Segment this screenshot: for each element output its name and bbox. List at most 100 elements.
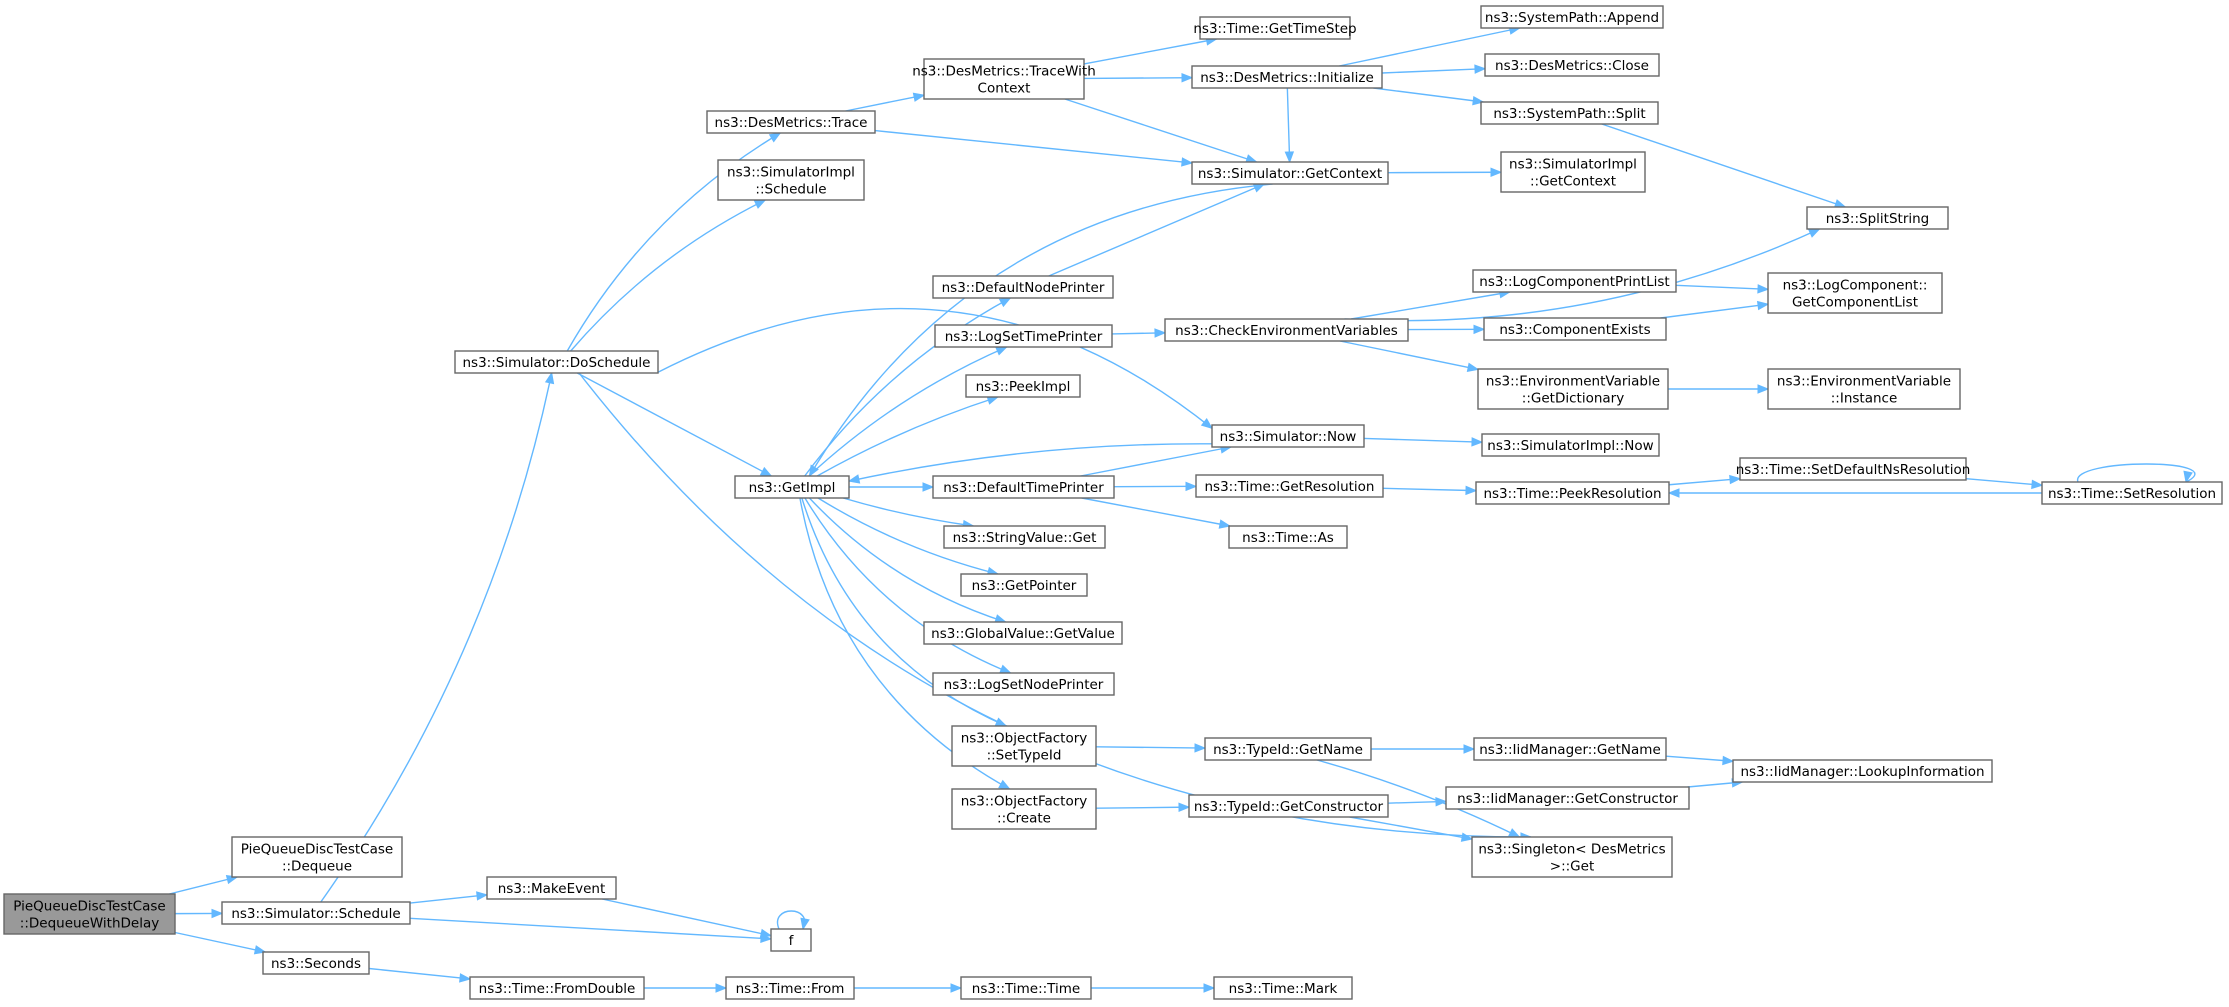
edge-typeid_getname-to-iid_getname [1370,744,1476,754]
node-envvar-instance[interactable]: ns3::EnvironmentVariable::Instance [1767,368,1961,410]
edge-checkenv-to-envvar_getdict [1339,340,1480,372]
node-logcompprintlist[interactable]: ns3::LogComponentPrintList [1472,269,1677,293]
node-compexists[interactable]: ns3::ComponentExists [1483,317,1667,341]
node-label: ns3::ComponentExists [1499,322,1650,338]
node-makeevent[interactable]: ns3::MakeEvent [486,876,617,900]
edge-makeevent-to-f [602,898,773,939]
node-splitstring[interactable]: ns3::SplitString [1806,206,1949,230]
edge-arrowhead [544,371,555,385]
node-iid-getconstructor[interactable]: ns3::IidManager::GetConstructor [1445,786,1690,810]
edge-logsettimeprinter-to-checkenv [1111,328,1167,338]
edge-dm_initialize-to-sim_getcontext [1284,87,1295,164]
edge-defaulttimeprinter-to-time_as [1081,497,1232,529]
edge-line [804,497,1011,674]
node-label: ::GetContext [1530,174,1616,190]
node-time-as[interactable]: ns3::Time::As [1228,525,1348,549]
node-gettimestep[interactable]: ns3::Time::GetTimeStep [1193,16,1357,40]
node-sp-append[interactable]: ns3::SystemPath::Append [1480,5,1664,29]
edge-line [801,497,1007,727]
node-time[interactable]: ns3::Time::Time [960,976,1092,1000]
node-label: ns3::DefaultNodePrinter [942,280,1105,296]
edge-line [804,297,1011,477]
node-label: ns3::SystemPath::Split [1493,106,1645,122]
node-box [1475,481,1670,505]
node-setresolution[interactable]: ns3::Time::SetResolution [2041,481,2223,505]
node-checkenv[interactable]: ns3::CheckEnvironmentVariables [1164,318,1409,342]
edge-getimpl-to-globalvalue_getvalue [808,497,1007,624]
edge-arrowhead [1203,983,1216,993]
node-box [1483,317,1667,341]
edge-line [1095,746,1206,749]
node-globalvalue-getvalue[interactable]: ns3::GlobalValue::GetValue [923,621,1123,645]
node-simimpl-now[interactable]: ns3::SimulatorImpl::Now [1481,433,1660,457]
edge-getimpl-to-stringvalue_get [842,497,975,530]
edge-peekresolution-to-setdefaultns [1668,474,1742,486]
node-label: ns3::Simulator::Now [1220,429,1357,445]
edge-defaulttimeprinter-to-sim_now [1080,444,1233,477]
node-dequeue[interactable]: PieQueueDiscTestCase::Dequeue [231,836,403,878]
node-seconds[interactable]: ns3::Seconds [262,951,370,975]
node-sim-now[interactable]: ns3::Simulator::Now [1211,424,1365,448]
node-label: Context [978,81,1031,97]
node-label: ns3::GetPointer [972,578,1077,594]
edge-line [1601,123,1846,208]
edge-arrowhead [1474,64,1487,74]
node-typeid-getname[interactable]: ns3::TypeId::GetName [1204,737,1372,761]
node-logcomp-getlist[interactable]: ns3::LogComponent::GetComponentList [1767,272,1943,314]
node-sim-getcontext[interactable]: ns3::Simulator::GetContext [1191,161,1389,185]
node-simimpl-getcontext[interactable]: ns3::SimulatorImpl::GetContext [1500,151,1646,193]
node-defaulttimeprinter[interactable]: ns3::DefaultTimePrinter [932,475,1115,499]
node-sim-schedule[interactable]: ns3::Simulator::Schedule [221,901,411,925]
node-mark[interactable]: ns3::Time::Mark [1213,976,1353,1000]
node-iid-lookup[interactable]: ns3::IidManager::LookupInformation [1732,759,1993,783]
node-label: ns3::MakeEvent [498,881,606,897]
node-of-settypeid[interactable]: ns3::ObjectFactory::SetTypeId [951,725,1097,767]
node-label: ns3::EnvironmentVariable [1486,374,1660,390]
node-box [262,951,370,975]
node-fromdouble[interactable]: ns3::Time::FromDouble [469,976,645,1000]
node-singleton-get[interactable]: ns3::Singleton< DesMetrics >::Get [1471,836,1673,878]
edge-of_create-to-typeid_getconstructor [1095,802,1191,812]
edge-line [874,129,1193,164]
node-envvar-getdict[interactable]: ns3::EnvironmentVariable::GetDictionary [1477,368,1669,410]
node-box [1472,269,1677,293]
node-root[interactable]: PieQueueDiscTestCase::DequeueWithDelay [3,893,176,935]
node-iid-getname[interactable]: ns3::IidManager::GetName [1473,737,1667,761]
node-label: ns3::TypeId::GetName [1213,742,1363,758]
edge-line [842,497,974,527]
node-box [943,525,1106,549]
node-label: ns3::Time::As [1242,530,1334,546]
node-doschedule[interactable]: ns3::Simulator::DoSchedule [454,350,659,374]
node-box [1213,976,1353,1000]
node-setdefaultns[interactable]: ns3::Time::SetDefaultNsResolution [1736,457,1971,481]
edge-getresolution-to-peekresolution [1382,485,1478,496]
node-getresolution[interactable]: ns3::Time::GetResolution [1195,474,1384,498]
node-logsetnodeprinter[interactable]: ns3::LogSetNodePrinter [932,672,1115,696]
node-label: ns3::DesMetrics::TraceWith [912,64,1096,80]
node-peekimpl[interactable]: ns3::PeekImpl [965,374,1081,398]
node-logsettimeprinter[interactable]: ns3::LogSetTimePrinter [934,324,1113,348]
edge-arrowhead [1490,167,1503,178]
edge-arrowhead [1460,832,1474,842]
node-getpointer[interactable]: ns3::GetPointer [960,573,1088,597]
edge-arrowhead [2031,479,2044,490]
node-stringvalue-get[interactable]: ns3::StringValue::Get [943,525,1106,549]
node-desmetrics-trace[interactable]: ns3::DesMetrics::Trace [706,110,876,134]
node-from[interactable]: ns3::Time::From [725,976,855,1000]
node-sp-split[interactable]: ns3::SystemPath::Split [1480,101,1659,125]
node-f[interactable]: f [770,928,812,952]
node-defaultnodeprinter[interactable]: ns3::DefaultNodePrinter [932,275,1114,299]
node-typeid-getconstructor[interactable]: ns3::TypeId::GetConstructor [1188,794,1389,818]
edge-doschedule-to-desmetrics_trace [566,132,782,352]
node-of-create[interactable]: ns3::ObjectFactory::Create [951,788,1097,830]
edge-arrowhead [476,891,489,901]
node-dm-initialize[interactable]: ns3::DesMetrics::Initialize [1191,65,1383,89]
node-dm-close[interactable]: ns3::DesMetrics::Close [1484,53,1660,77]
node-getimpl[interactable]: ns3::GetImpl [734,475,850,499]
edge-setdefaultns-to-setresolution [1965,478,2044,490]
node-peekresolution[interactable]: ns3::Time::PeekResolution [1475,481,1670,505]
edge-line [1344,228,1820,322]
node-simimpl-schedule[interactable]: ns3::SimulatorImpl::Schedule [717,159,865,201]
node-box [1739,457,1967,481]
